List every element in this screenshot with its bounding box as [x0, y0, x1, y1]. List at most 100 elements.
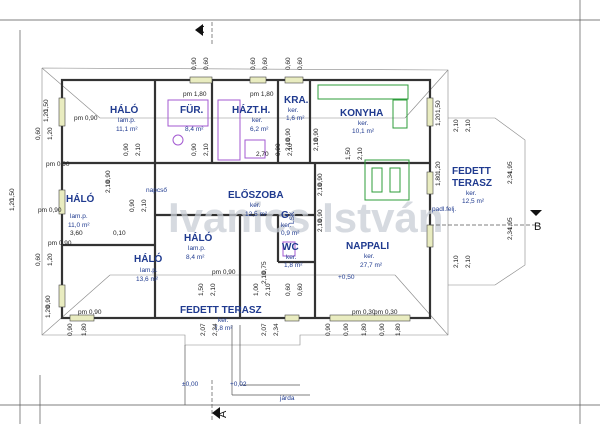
room-kra-area: 1,6 m² [286, 115, 305, 122]
dimension-label: 1,20 [43, 109, 50, 122]
dimension-label: 0,90 [325, 323, 332, 336]
dimension-label: 1,20 [435, 113, 442, 126]
room-halo3-area: 13,6 m² [136, 276, 159, 283]
room-nappali-area: 27,7 m² [360, 262, 383, 269]
dimension-label: 2,10 [317, 219, 324, 232]
dimension-label: 1,80 [435, 173, 442, 186]
dimension-label: 1,50 [43, 99, 50, 112]
dimension-label: 2,10 [203, 143, 210, 156]
terrace-steps [184, 325, 310, 405]
watermark: Ivanics István [168, 194, 443, 241]
dimension-label: 0,60 [250, 57, 257, 70]
room-hazt-area: 6,2 m² [250, 126, 269, 133]
dimension-label: 0,75 [261, 261, 268, 274]
dimension-label: 1,95 [507, 217, 514, 230]
dimension-label: 0,90 [105, 170, 112, 183]
misc-labels: napcső LSK padl.felj. járda ±0,00 +0,02 … [146, 187, 456, 402]
room-g-name: G [281, 210, 289, 221]
level-0-label: ±0,00 [182, 381, 199, 388]
room-hazt-name: HÁZT.H. [232, 103, 271, 116]
room-nappali-floor: ker. [364, 253, 375, 260]
room-labels: HÁLÓ lam.p. 11,1 m² FÜR. 8,4 m² HÁZT.H. … [66, 95, 492, 332]
section-a-bottom-label: A [217, 410, 229, 418]
dimension-label: 1,20 [47, 253, 54, 266]
dimension-label: 2,10 [313, 138, 320, 151]
room-wc-name: WC [282, 242, 299, 253]
dimension-label: pm 0,90 [74, 115, 98, 122]
dimension-label: pm 0,30 [374, 309, 398, 316]
dimension-label: 0,90 [285, 128, 292, 141]
dimension-label: 0,90 [313, 128, 320, 141]
dimension-label: 2,34 [507, 227, 514, 240]
room-halo3-name: HÁLÓ [134, 252, 163, 265]
dimension-label: 0,90 [317, 209, 324, 222]
fedett1-line1: FEDETT [452, 166, 491, 177]
room-g-area: 0,9 m² [281, 230, 300, 237]
dimension-label: 1,80 [361, 323, 368, 336]
dimension-label: 2,10 [265, 283, 272, 296]
dimension-label: 2,10 [210, 283, 217, 296]
dimension-label: 2,70 [256, 151, 269, 158]
room-halo4-floor: lam.p. [188, 245, 206, 252]
room-eloszoba-area: 12,5 m² [245, 211, 268, 218]
room-kra-name: KRA. [284, 95, 309, 106]
dimension-label: 2,10 [261, 271, 268, 284]
dimension-label: pm 0,90 [48, 240, 72, 247]
dimension-label: 0,60 [285, 57, 292, 70]
dimension-label: pm 0,90 [78, 309, 102, 316]
jarda-label: járda [279, 395, 295, 402]
room-fedett2-floor: ker. [218, 317, 229, 324]
dimension-label: 2,10 [317, 183, 324, 196]
room-halo3-floor: lam.p. [140, 267, 158, 274]
dimension-label: 2,34 [212, 323, 219, 336]
dimension-label: pm 0,30 [352, 309, 376, 316]
dimension-label: 2,07 [200, 323, 207, 336]
dimension-label: 1,80 [395, 323, 402, 336]
dimension-label: 0,60 [35, 253, 42, 266]
section-a-top-arrow [195, 24, 203, 36]
dimension-label: 1,50 [198, 283, 205, 296]
dimension-label: pm 1,80 [183, 91, 207, 98]
dimension-label: 0,90 [343, 323, 350, 336]
room-halo2-floor: lam.p. [70, 213, 88, 220]
dimension-label: 0,60 [35, 127, 42, 140]
room-halo1-floor: lam.p. [118, 117, 136, 124]
dimension-label: 0,60 [297, 283, 304, 296]
fixtures [167, 84, 410, 257]
dimension-label: 0,60 [285, 283, 292, 296]
room-eloszoba-name: ELŐSZOBA [228, 188, 284, 201]
room-wc-area: 1,8 m² [284, 262, 303, 269]
dimension-label: pm 0,90 [46, 161, 70, 168]
dimension-label: 0,90 [123, 143, 130, 156]
dimension-label: 1,20 [47, 127, 54, 140]
room-halo4-name: HÁLÓ [184, 231, 213, 244]
dimension-label: 1,50 [435, 100, 442, 113]
dimension-label: 2,10 [453, 255, 460, 268]
room-halo1-area: 11,1 m² [116, 126, 138, 133]
dimension-label: 2,10 [453, 119, 460, 132]
dimension-label: 0,90 [317, 173, 324, 186]
room-fur-area: 8,4 m² [185, 126, 204, 133]
dimension-label: 0,90 [129, 199, 136, 212]
dimension-label: 2,10 [357, 147, 364, 160]
room-wc-floor: ker. [286, 254, 297, 261]
room-fur-name: FÜR. [180, 103, 204, 116]
dimension-label: 1,50 [9, 188, 16, 201]
dimension-label: 1,50 [345, 147, 352, 160]
room-fedett2-name: FEDETT TERASZ [180, 305, 262, 316]
dimension-label: 0,60 [262, 57, 269, 70]
room-konyha-floor: ker. [358, 120, 369, 127]
dimension-label: 3,60 [70, 230, 83, 237]
room-konyha-name: KONYHA [340, 108, 383, 119]
dimension-label: 1,20 [9, 198, 16, 211]
level-50-label: +0,50 [338, 274, 355, 281]
dimension-label: 1,20 [435, 161, 442, 174]
dimension-label: 2,10 [285, 138, 292, 151]
dimension-label: 0,90 [379, 323, 386, 336]
level-2-label: +0,02 [230, 381, 247, 388]
dimension-label: 2,07 [261, 323, 268, 336]
section-b-label: B [534, 221, 541, 233]
dimension-label: 2,10 [135, 143, 142, 156]
